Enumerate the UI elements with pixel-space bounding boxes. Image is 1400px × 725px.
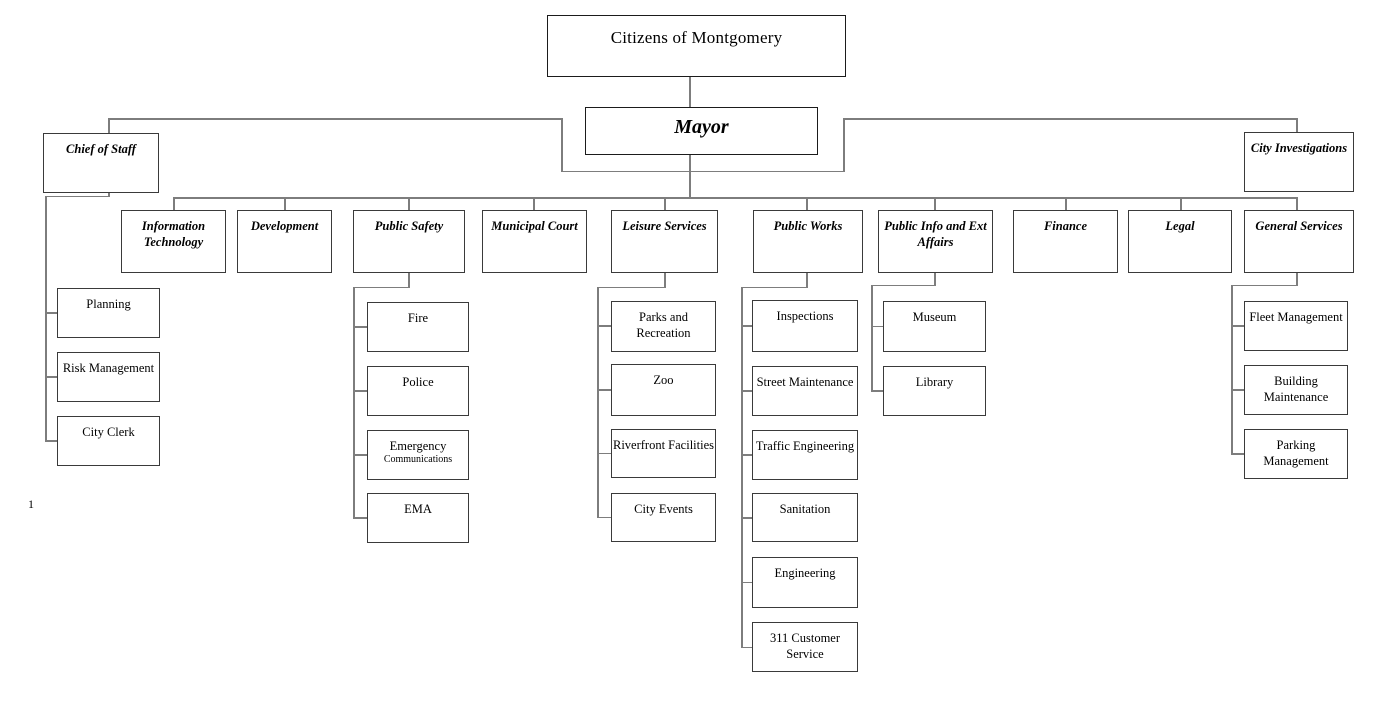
- connector: [597, 286, 666, 288]
- node-311-customer-service: 311 Customer Service: [752, 622, 858, 672]
- node-city-investigations: City Investigations: [1244, 132, 1354, 192]
- connector-cityinv-stub: [1296, 118, 1298, 133]
- connector: [871, 284, 873, 392]
- node-public-info-ext-affairs: Public Info and Ext Affairs: [878, 210, 993, 273]
- node-engineering: Engineering: [752, 557, 858, 608]
- connector: [45, 195, 47, 442]
- connector: [871, 284, 936, 286]
- connector: [871, 325, 884, 327]
- connector-u-right: [843, 118, 845, 172]
- connector: [597, 389, 613, 391]
- connector: [597, 325, 613, 327]
- connector: [741, 517, 754, 519]
- connector-dept-stub: [1296, 197, 1298, 211]
- node-mayor: Mayor: [585, 107, 818, 155]
- connector: [871, 390, 884, 392]
- connector-dept-stub: [1180, 197, 1182, 211]
- node-fleet-management: Fleet Management: [1244, 301, 1348, 351]
- connector: [408, 273, 410, 288]
- node-public-works: Public Works: [753, 210, 863, 273]
- connector-dept-stub: [934, 197, 936, 211]
- connector-chief-stub: [108, 118, 110, 133]
- page-number: 1: [28, 497, 34, 511]
- node-traffic-engineering: Traffic Engineering: [752, 430, 858, 480]
- node-parking-management: Parking Management: [1244, 429, 1348, 479]
- connector: [353, 286, 410, 288]
- connector-dept-stub: [284, 197, 286, 211]
- connector-u-left: [561, 118, 563, 172]
- node-finance: Finance: [1013, 210, 1118, 273]
- connector: [741, 454, 754, 456]
- node-parks-and-recreation: Parks and Recreation: [611, 301, 716, 352]
- node-citizens-of-montgomery: Citizens of Montgomery: [547, 15, 846, 77]
- connector-dept-stub: [533, 197, 535, 211]
- connector: [597, 452, 613, 454]
- node-chief-of-staff: Chief of Staff: [43, 133, 159, 193]
- connector: [806, 273, 808, 288]
- connector: [664, 273, 666, 288]
- connector: [353, 390, 368, 392]
- connector: [45, 195, 110, 197]
- connector-dept-stub: [408, 197, 410, 211]
- connector: [1231, 453, 1245, 455]
- node-development: Development: [237, 210, 332, 273]
- node-risk-management: Risk Management: [57, 352, 160, 402]
- node-zoo: Zoo: [611, 364, 716, 416]
- connector: [1296, 273, 1298, 286]
- connector: [1231, 325, 1245, 327]
- connector: [45, 376, 58, 378]
- node-building-maintenance: Building Maintenance: [1244, 365, 1348, 415]
- node-general-services: General Services: [1244, 210, 1354, 273]
- connector-dept-stub: [806, 197, 808, 211]
- node-emergency-communications: Emergency Communications: [367, 430, 469, 480]
- node-sanitation: Sanitation: [752, 493, 858, 542]
- node-public-safety: Public Safety: [353, 210, 465, 273]
- node-riverfront-facilities: Riverfront Facilities: [611, 429, 716, 478]
- connector: [1231, 284, 1298, 286]
- node-inspections: Inspections: [752, 300, 858, 352]
- connector: [741, 325, 754, 327]
- node-museum: Museum: [883, 301, 986, 352]
- node-street-maintenance: Street Maintenance: [752, 366, 858, 416]
- connector-u-bottom: [561, 170, 845, 172]
- node-planning: Planning: [57, 288, 160, 338]
- connector-dept-stub: [664, 197, 666, 211]
- node-police: Police: [367, 366, 469, 416]
- connector: [353, 517, 368, 519]
- connector: [934, 273, 936, 286]
- connector-dept-stub: [1065, 197, 1067, 211]
- connector: [1231, 284, 1233, 455]
- node-city-clerk: City Clerk: [57, 416, 160, 466]
- node-information-technology: Information Technology: [121, 210, 226, 273]
- connector-citizens-mayor: [689, 76, 691, 107]
- connector: [741, 390, 754, 392]
- connector: [1231, 389, 1245, 391]
- connector-mayor-drop: [689, 154, 691, 198]
- connector-side-right: [843, 118, 1297, 120]
- connector: [108, 193, 110, 197]
- connector-dept-bus: [173, 197, 1298, 199]
- node-legal: Legal: [1128, 210, 1232, 273]
- node-label: Emergency: [389, 439, 447, 453]
- connector: [45, 440, 58, 442]
- node-sublabel: Communications: [383, 454, 453, 466]
- connector: [597, 516, 613, 518]
- node-fire: Fire: [367, 302, 469, 352]
- node-city-events: City Events: [611, 493, 716, 542]
- connector: [45, 312, 58, 314]
- connector: [741, 286, 743, 648]
- connector-dept-stub: [173, 197, 175, 211]
- connector: [597, 286, 599, 518]
- connector: [353, 454, 368, 456]
- connector: [353, 326, 368, 328]
- connector-side-left: [108, 118, 562, 120]
- node-library: Library: [883, 366, 986, 416]
- connector: [741, 646, 754, 648]
- connector: [353, 286, 355, 519]
- node-leisure-services: Leisure Services: [611, 210, 718, 273]
- node-municipal-court: Municipal Court: [482, 210, 587, 273]
- connector: [741, 581, 754, 583]
- node-ema: EMA: [367, 493, 469, 543]
- connector: [741, 286, 808, 288]
